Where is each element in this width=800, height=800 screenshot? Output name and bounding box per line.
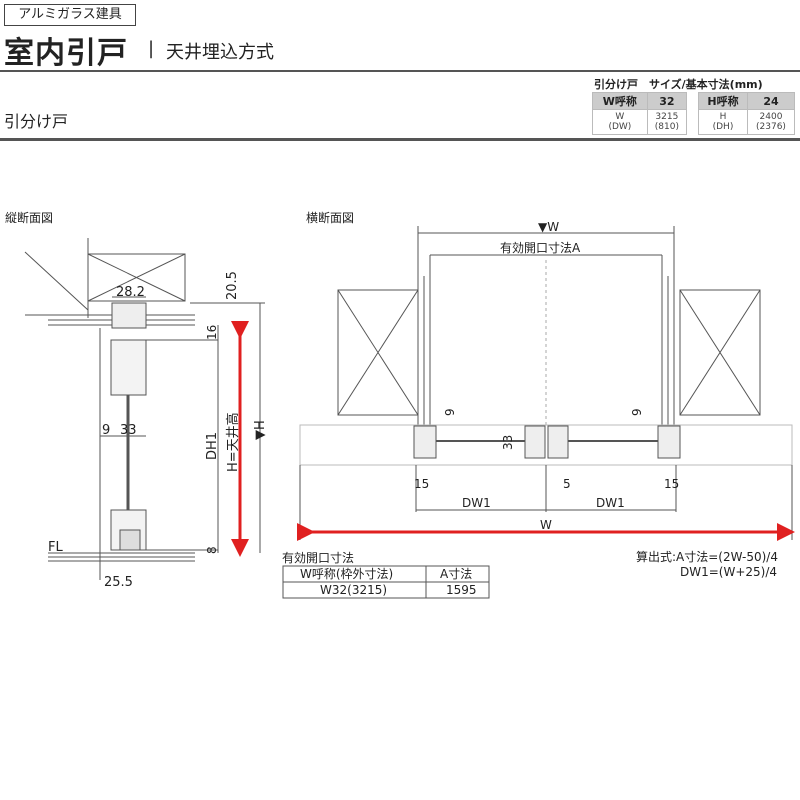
fl-label: FL <box>48 540 63 555</box>
dim-5: 5 <box>563 477 571 491</box>
dh1-label: DH1 <box>205 432 220 460</box>
dim-28-2: 28.2 <box>116 285 145 300</box>
h-dim-1: 2400 <box>759 112 783 122</box>
dim-33: 33 <box>501 435 515 450</box>
dw1-right: DW1 <box>596 496 625 510</box>
opening-header-a: A寸法 <box>440 567 472 581</box>
h-sub-2: (DH) <box>712 122 734 132</box>
h-value: 24 <box>746 92 796 110</box>
h-dim-2: (2376) <box>756 122 786 132</box>
vertical-title: 縦断面図 <box>5 210 53 225</box>
dw1-left: DW1 <box>462 496 491 510</box>
dim-25-5: 25.5 <box>104 575 133 590</box>
w-sub: W(DW) <box>592 109 648 135</box>
h-sub-1: H <box>719 112 727 122</box>
title-separator: | <box>148 38 155 59</box>
dim-20-5: 20.5 <box>225 271 240 300</box>
horizontal-title: 横断面図 <box>306 210 354 225</box>
page-title: 室内引戸 <box>4 36 128 71</box>
formula-line1: 算出式:A寸法=(2W-50)/4 <box>636 549 778 564</box>
opening-table: 有効開口寸法 W呼称(枠外寸法) A寸法 W32(3215) 1595 <box>282 550 490 599</box>
page-subtitle: 天井埋込方式 <box>166 42 274 63</box>
w-dim-1: 3215 <box>655 112 679 122</box>
w-dim: 3215(810) <box>646 109 688 135</box>
opening-header-w: W呼称(枠外寸法) <box>300 567 393 581</box>
door-type: 引分け戸 <box>4 112 69 131</box>
w-top-label: ▼W <box>538 220 559 234</box>
h-label: H呼称 <box>698 92 748 110</box>
h-label: ▼H <box>253 420 268 440</box>
opening-table-title: 有効開口寸法 <box>282 550 354 565</box>
w-label: W <box>540 518 552 532</box>
w-sub-2: (DW) <box>608 122 632 132</box>
dim-15-right: 15 <box>664 477 679 491</box>
dim-9: 9 <box>102 423 110 438</box>
divider <box>0 138 800 141</box>
dim-16: 16 <box>205 325 219 340</box>
w-value: 32 <box>646 92 688 110</box>
dim-9-right: 9 <box>630 408 644 416</box>
horizontal-section: 横断面図 ▼W 有効開口寸法A 9 9 33 15 15 5 DW1 DW1 <box>297 210 795 541</box>
opening-cell-w: W32(3215) <box>320 583 387 597</box>
category-badge: アルミガラス建具 <box>4 4 136 26</box>
dim-33: 33 <box>120 423 137 438</box>
opening-label: 有効開口寸法A <box>500 240 581 255</box>
opening-cell-a: 1595 <box>446 583 477 597</box>
vertical-section: 縦断面図 28.2 20.5 16 9 33 DH1 H=天井高 <box>5 210 268 590</box>
dim-8: 8 <box>205 546 219 554</box>
divider <box>0 70 800 72</box>
dim-9-left: 9 <box>443 408 457 416</box>
w-dim-2: (810) <box>654 122 679 132</box>
h-dim: 2400(2376) <box>746 109 796 135</box>
formula-line2: DW1=(W+25)/4 <box>680 565 777 579</box>
spec-title: 引分け戸 サイズ/基本寸法(mm) <box>594 78 763 91</box>
w-sub-1: W <box>615 112 625 122</box>
dim-15-left: 15 <box>414 477 429 491</box>
